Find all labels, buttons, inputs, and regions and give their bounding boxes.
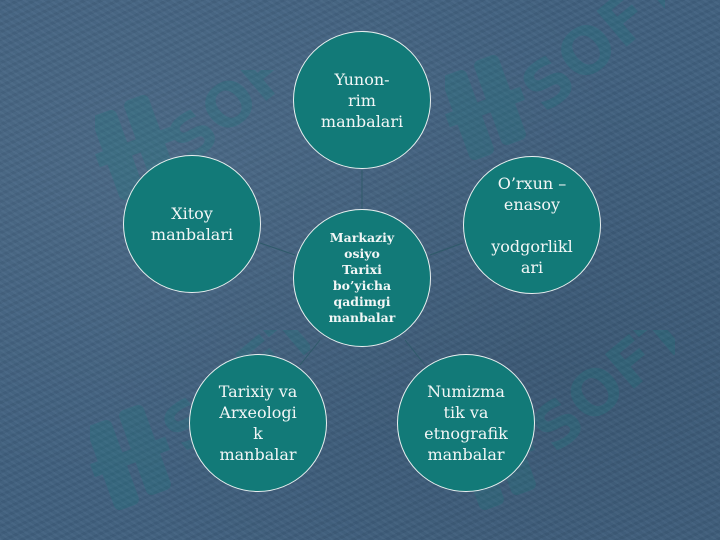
connector-orxun (429, 242, 464, 256)
connector-xitoy (259, 242, 296, 256)
node-label: Xitoy manbalari (150, 204, 234, 244)
center-node-label: Markaziy osiyo Tarixi bo’yicha qadimgi m… (328, 230, 396, 325)
node-orxun-enasoy: O’rxun – enasoy yodgorlikl ari (463, 156, 601, 294)
connector-arxeologik (299, 339, 321, 366)
node-label: Tarixiy va Arxeologi k manbalar (218, 382, 298, 464)
node-label: Numizma tik va etnografik manbalar (424, 382, 508, 464)
node-label: Yunon- rim manbalari (320, 69, 404, 131)
connector-numizmatik (404, 339, 426, 366)
node-arxeologik: Tarixiy va Arxeologi k manbalar (189, 354, 327, 492)
node-xitoy: Xitoy manbalari (123, 155, 261, 293)
center-node: Markaziy osiyo Tarixi bo’yicha qadimgi m… (293, 209, 431, 347)
node-label: O’rxun – enasoy yodgorlikl ari (491, 173, 573, 277)
node-numizmatik: Numizma tik va etnografik manbalar (397, 354, 535, 492)
watermark-logo: SOFT (445, 0, 665, 180)
node-yunon-rim: Yunon- rim manbalari (293, 31, 431, 169)
